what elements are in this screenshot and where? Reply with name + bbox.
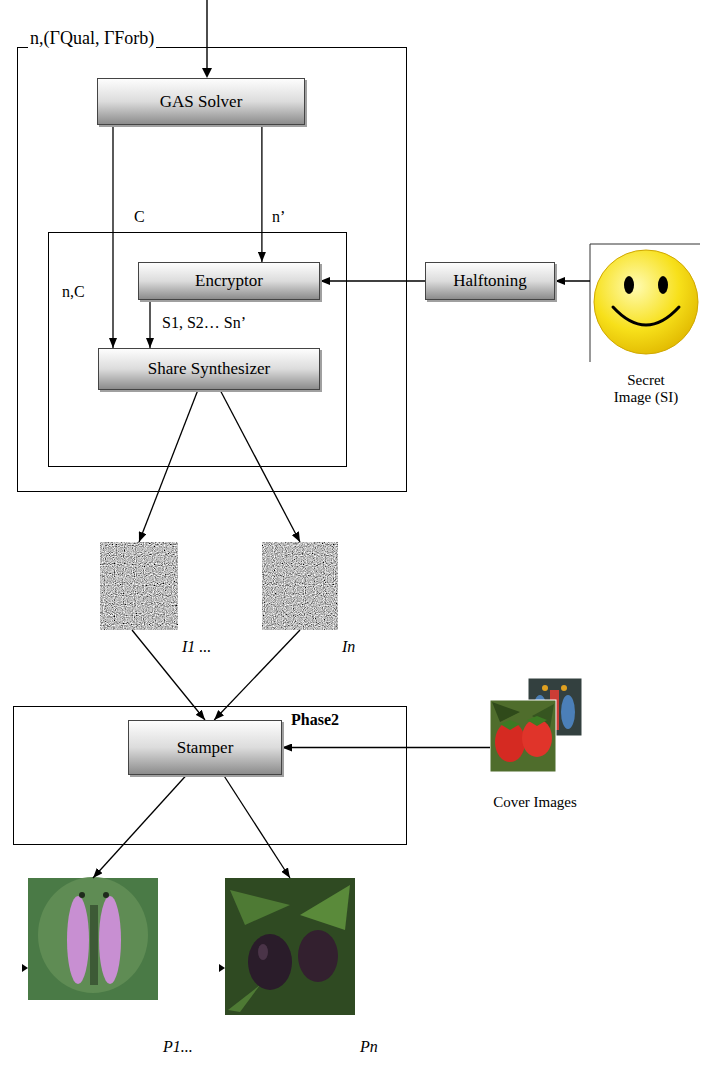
- berry: [248, 934, 292, 990]
- process-box: Share Synthesizer: [98, 348, 320, 390]
- process-box: GAS Solver: [97, 78, 305, 125]
- box-label: Encryptor: [195, 271, 263, 291]
- secret-image: Secret Image (SI): [590, 244, 700, 362]
- stego-photo: [225, 878, 355, 1015]
- image-frame: [590, 244, 700, 245]
- noise-share: [262, 542, 338, 630]
- process-box: Stamper: [128, 720, 282, 775]
- strawberry-top: [500, 720, 520, 730]
- berry: [298, 930, 338, 982]
- mandrill-eye: [79, 892, 85, 898]
- leaf: [492, 702, 520, 722]
- node-label: Cover Images: [485, 794, 585, 811]
- marker-triangle: [22, 964, 28, 972]
- input-arrow: [206, 0, 207, 70]
- phase-frame: Phase2Stamper: [13, 706, 407, 845]
- node-label: Phase2: [291, 711, 339, 729]
- arrow-head: [202, 68, 212, 78]
- marker-triangle: [219, 964, 225, 972]
- box-label: GAS Solver: [160, 92, 243, 112]
- flow-arrow: [149, 300, 150, 348]
- edge-label: n’: [270, 208, 287, 226]
- flow-arrow: [261, 125, 262, 262]
- mandrill-cheek: [99, 896, 121, 984]
- flow-arrow: [224, 775, 291, 878]
- process-box: Encryptor: [138, 262, 320, 300]
- node-label: Pn: [360, 1038, 378, 1056]
- stego-image: P1...: [28, 878, 158, 1000]
- mandrill-cheek: [561, 695, 575, 729]
- box-label: Stamper: [177, 738, 234, 758]
- phase-frame: GAS SolverEncryptorShare Synthesizer: [17, 47, 407, 492]
- flow-arrow: [220, 390, 300, 542]
- smiley-eye: [658, 276, 668, 294]
- process-box: Halftoning: [425, 262, 555, 300]
- node-label: P1...: [163, 1038, 193, 1056]
- mandrill-eye: [103, 892, 109, 898]
- mandrill-eye: [542, 685, 548, 691]
- leaf: [228, 985, 260, 1012]
- mandrill-fur: [38, 877, 148, 993]
- node-label: I1 ...: [182, 638, 211, 656]
- box-label: Halftoning: [453, 271, 527, 291]
- berry-highlight: [258, 944, 268, 960]
- node-label: Secret Image (SI): [610, 372, 682, 407]
- mandrill-cheek: [67, 896, 89, 984]
- edge-label: S1, S2… Sn’: [160, 314, 248, 332]
- share-image: I1 ...: [100, 542, 178, 630]
- box-label: Share Synthesizer: [148, 359, 270, 379]
- node-label: In: [342, 638, 355, 656]
- smiley-eye: [624, 276, 634, 294]
- mandrill-eye: [561, 685, 567, 691]
- strawberry-top: [527, 716, 547, 726]
- noise-share: [100, 542, 178, 630]
- flow-arrow: [320, 280, 425, 281]
- smiley-face: [594, 250, 698, 354]
- cover-images: Cover Images: [490, 678, 582, 772]
- mandrill-nose: [90, 905, 98, 985]
- flow-arrow: [282, 747, 490, 748]
- flow-arrow: [93, 775, 187, 878]
- image-frame: [590, 244, 591, 362]
- stego-image: Pn: [225, 878, 355, 1015]
- leaf: [300, 885, 350, 930]
- flow-arrow: [139, 390, 198, 542]
- stego-photo: [28, 878, 158, 1000]
- flow-arrow: [112, 125, 113, 348]
- edge-label: n,C: [60, 283, 87, 301]
- annotation-label: C: [132, 208, 147, 226]
- cover-photo: [490, 700, 556, 772]
- module-frame: EncryptorShare Synthesizer: [48, 232, 347, 467]
- share-image: In: [262, 542, 338, 630]
- annotation-label: n,(ΓQual, ΓForb): [28, 28, 156, 49]
- leaf: [230, 890, 290, 925]
- smiley-mouth: [613, 307, 679, 325]
- flow-arrow: [555, 280, 590, 281]
